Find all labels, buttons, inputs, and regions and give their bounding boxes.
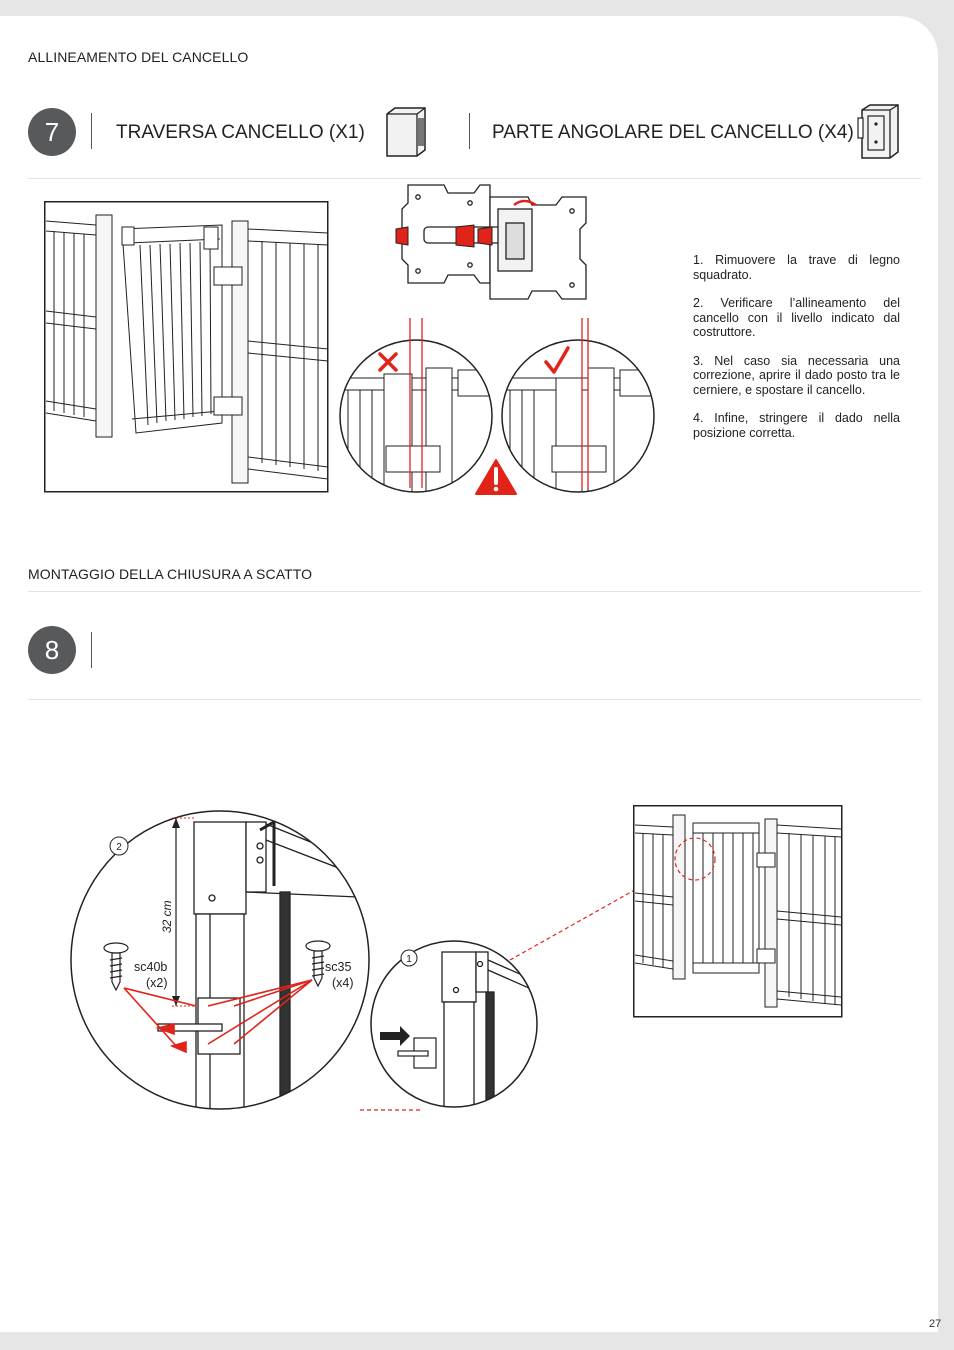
step-number-8: 8 [28,626,76,674]
detail-number-2: 2 [116,842,122,853]
step-number-7: 7 [28,108,76,156]
instruction-step-4: 4. Infine, stringere il dado nella posiz… [693,411,900,440]
detail-number-1: 1 [406,954,412,965]
latch-detail-2-illustration: 2 32 cm sc40b (x2) sc35 (x4) [70,810,370,1110]
instruction-step-2: 2. Verificare l’allineamento del cancell… [693,296,900,339]
screw-sc40b-code: sc40b [134,960,167,974]
gate-alignment-illustration [44,201,329,493]
wrong-alignment-illustration [339,318,493,493]
screw-sc40b-qty: (x2) [146,976,168,990]
gate-latch-overview-illustration [633,805,843,1018]
latch-detail-1-illustration: 1 [370,940,538,1108]
instruction-step-3: 3. Nel caso sia necessaria una correzion… [693,353,900,397]
section-title-alignment: ALLINEAMENTO DEL CANCELLO [28,49,249,65]
measurement-label: 32 cm [160,900,174,933]
section-title-latch-assembly: MONTAGGIO DELLA CHIUSURA A SCATTO [28,566,313,582]
part-label-gate-crossbar: TRAVERSA CANCELLO (X1) [116,122,365,143]
screw-sc35-qty: (x4) [332,976,354,990]
screw-sc35-code: sc35 [325,960,351,974]
hinge-nut-detail-illustration [395,184,587,300]
divider-line [28,699,921,700]
divider-line [28,178,921,179]
gate-corner-part-icon [857,104,899,159]
gate-crossbar-part-icon [386,107,426,157]
warning-icon [475,459,517,495]
instructions-list: 1. Rimuovere la trave di legno squadrato… [693,253,900,454]
divider [469,113,470,149]
page-number: 27 [929,1318,942,1330]
correct-alignment-illustration [501,318,655,493]
part-label-gate-corner: PARTE ANGOLARE DEL CANCELLO (X4) [492,122,854,143]
divider-line [28,591,921,592]
divider [91,632,92,668]
divider [91,113,92,149]
instruction-step-1: 1. Rimuovere la trave di legno squadrato… [693,253,900,282]
